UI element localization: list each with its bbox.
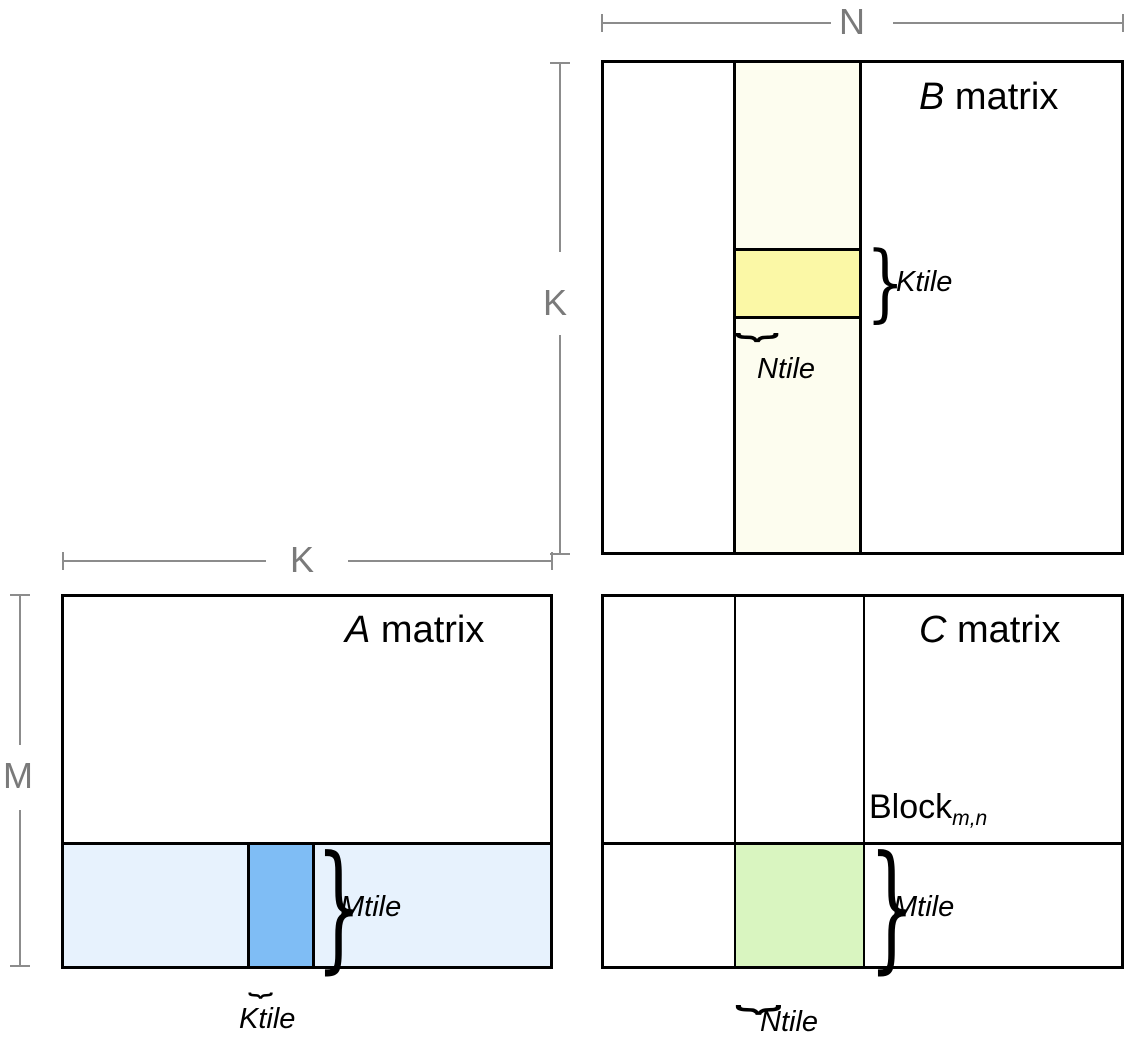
b-matrix-column-divider-right (859, 63, 862, 552)
dimension-k-vertical-label: K (543, 282, 568, 323)
a-matrix (61, 594, 553, 969)
b-matrix (601, 60, 1124, 555)
a-matrix-mtile-ktile-tile (247, 845, 315, 966)
a-matrix-ktile-label: Ktile (239, 1003, 296, 1035)
dimension-n-label: N (839, 1, 865, 42)
c-matrix-ntile-label: Ntile (760, 1006, 819, 1038)
dimension-k-horizontal-cap-right (551, 552, 553, 570)
dimension-k-horizontal-line-right (348, 560, 552, 562)
dimension-m-cap-bottom (10, 965, 30, 967)
dimension-n-line-right (893, 22, 1123, 24)
a-matrix-label: A matrix (345, 611, 484, 649)
c-matrix (601, 594, 1124, 969)
dimension-m-line-bottom (19, 810, 21, 966)
c-matrix-mtile-ntile-tile (736, 845, 863, 966)
b-matrix-label-italic: B (919, 76, 945, 118)
b-matrix-column-divider-left (733, 63, 736, 552)
b-matrix-ntile-brace: ⏟ (735, 292, 780, 340)
a-matrix-mtile-brace: } (316, 826, 362, 987)
b-matrix-label: B matrix (919, 78, 1058, 116)
dimension-k-horizontal-label: K (290, 539, 315, 580)
c-matrix-label: C matrix (919, 611, 1060, 649)
c-matrix-block-label: Blockm,n (869, 788, 987, 829)
b-matrix-ntile-label: Ntile (757, 353, 816, 385)
c-matrix-mtile-brace: } (869, 826, 915, 987)
dimension-k-vertical-cap-bottom (550, 553, 570, 555)
c-matrix-label-rest: matrix (946, 609, 1061, 651)
b-matrix-ktile-ntile-tile (736, 248, 859, 319)
dimension-k-horizontal-line-left (62, 560, 266, 562)
a-matrix-row-divider (64, 842, 550, 845)
a-matrix-ktile-brace: ⏟ (248, 963, 274, 997)
c-matrix-row-divider (604, 842, 1121, 845)
a-matrix-label-italic: A (345, 609, 371, 651)
dimension-m-line-top (19, 594, 21, 745)
b-matrix-label-rest: matrix (944, 76, 1059, 118)
dimension-k-vertical-line-top (559, 62, 561, 252)
b-matrix-ktile-label: Ktile (896, 266, 953, 298)
a-matrix-label-rest: matrix (370, 609, 485, 651)
c-matrix-column-divider-left (734, 597, 736, 966)
c-matrix-column-divider-right (863, 597, 865, 966)
dimension-n-line-left (601, 22, 831, 24)
dimension-k-vertical-line-bottom (559, 335, 561, 555)
c-matrix-ntile-brace: ⏟ (735, 962, 782, 1013)
dimension-n-cap-right (1122, 14, 1124, 32)
b-matrix-ktile-brace: } (866, 233, 905, 331)
c-matrix-label-italic: C (919, 609, 947, 651)
a-matrix-mtile-label: Mtile (340, 891, 402, 923)
c-matrix-mtile-label: Mtile (893, 891, 955, 923)
c-matrix-block-label-base: Block (869, 788, 953, 826)
c-matrix-block-label-subscript: m,n (952, 807, 988, 831)
dimension-m-label: M (3, 755, 33, 796)
